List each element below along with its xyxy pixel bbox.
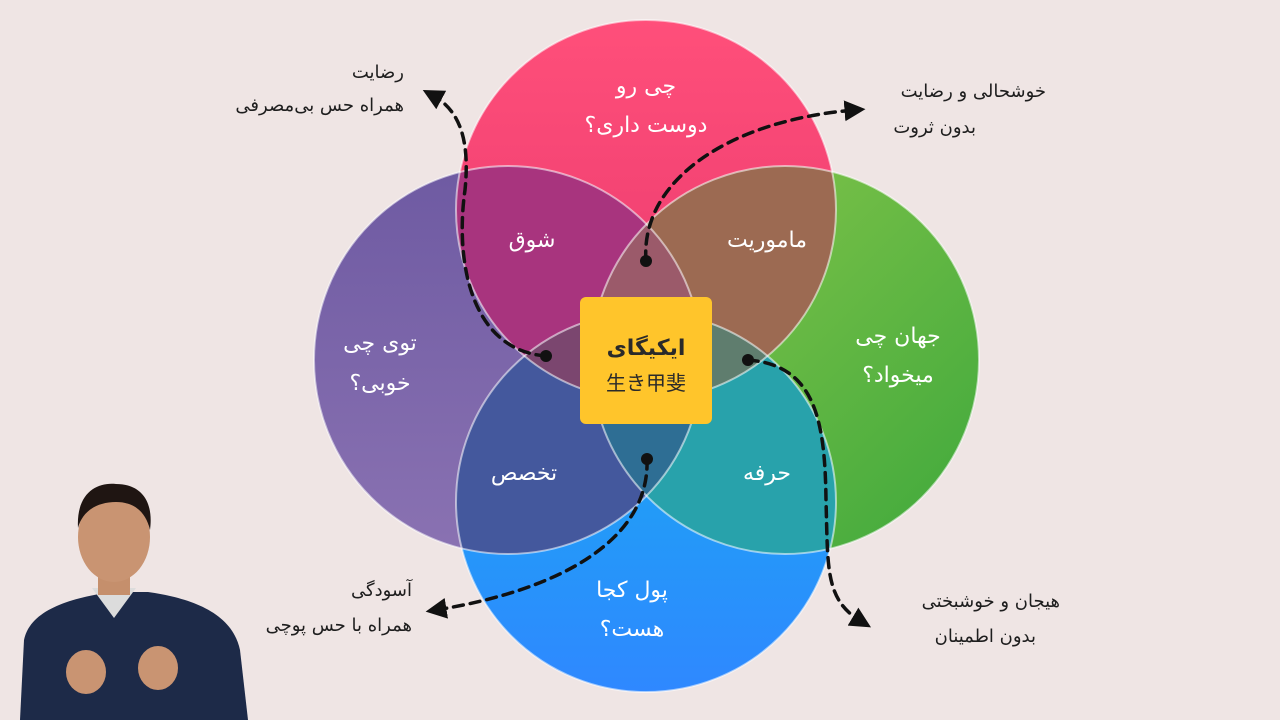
- world-label-line2: میخواد؟: [862, 363, 934, 388]
- dot-profession: [641, 453, 653, 465]
- center-subtitle: 生き甲斐: [606, 371, 686, 395]
- annotation-top-right-line1: خوشحالی و رضایت: [901, 81, 1046, 102]
- presenter-avatar: [20, 483, 248, 720]
- dot-passion: [540, 350, 552, 362]
- annotation-bottom-right-line1: هیجان و خوشبختی: [922, 591, 1060, 612]
- arrow-bottom-right: [746, 358, 872, 628]
- arrow-bottom-left: [425, 457, 649, 619]
- ikigai-center: [580, 297, 712, 424]
- dot-vocation: [742, 354, 754, 366]
- annotation-top-right-line2: بدون ثروت: [893, 117, 976, 138]
- good-label-line2: خوبی؟: [349, 371, 410, 396]
- paid-label-line2: هست؟: [600, 617, 665, 642]
- annotation-top-left-line2: همراه حس بی‌مصرفی: [235, 95, 404, 116]
- profession-label: تخصص: [491, 461, 557, 486]
- love-label-line2: دوست داری؟: [585, 113, 708, 138]
- arrow-top-left: [422, 90, 548, 358]
- vocation-label: حرفه: [743, 461, 791, 486]
- arrow-top-right: [644, 100, 866, 263]
- annotation-bottom-left-line2: همراه با حس پوچی: [266, 615, 412, 636]
- mission-label: ماموریت: [727, 228, 807, 253]
- love-label-line1: چی رو: [615, 74, 676, 99]
- dot-mission: [640, 255, 652, 267]
- annotation-top-left-line1: رضایت: [352, 62, 404, 83]
- paid-label-line1: پول کجا: [596, 578, 668, 603]
- world-label-line1: جهان چی: [855, 324, 941, 349]
- center-title: ایکیگای: [607, 334, 686, 361]
- passion-label: شوق: [509, 228, 556, 253]
- good-label-line1: توی چی: [343, 331, 417, 356]
- annotation-bottom-right-line2: بدون اطمینان: [935, 626, 1036, 647]
- annotation-bottom-left-line1: آسودگی: [351, 578, 413, 601]
